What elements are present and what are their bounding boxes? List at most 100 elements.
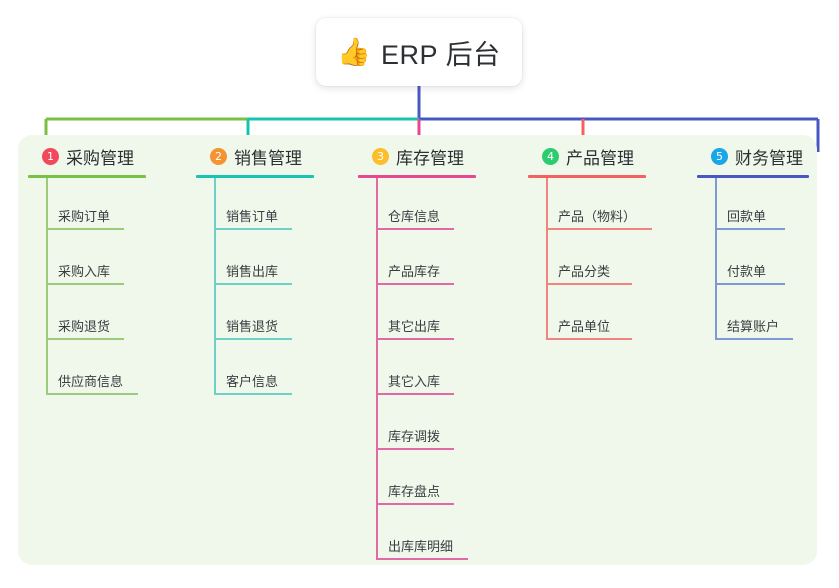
leaf-item-rule — [546, 338, 632, 340]
leaf-item-label: 销售出库 — [226, 264, 279, 279]
leaf-item-label: 销售订单 — [226, 209, 279, 224]
column-header-2[interactable]: 2 销售管理 — [196, 143, 356, 169]
column-header-rule — [697, 175, 809, 178]
column-1: 1 采购管理采购订单采购入库采购退货供应商信息 — [28, 143, 190, 398]
column-title: 采购管理 — [66, 148, 134, 168]
column-title: 销售管理 — [234, 148, 302, 168]
leaf-item[interactable]: 产品单位 — [528, 288, 693, 343]
leaf-item-label: 产品分类 — [558, 264, 611, 279]
leaf-item[interactable]: 销售退货 — [196, 288, 356, 343]
leaf-item-rule — [376, 503, 454, 505]
leaf-item[interactable]: 出库库明细 — [358, 508, 518, 563]
leaf-item[interactable]: 采购入库 — [28, 233, 190, 288]
leaf-item[interactable]: 采购订单 — [28, 178, 190, 233]
leaf-item-rule — [214, 228, 292, 230]
column-3: 3 库存管理仓库信息产品库存其它出库其它入库库存调拨库存盘点出库库明细 — [358, 143, 518, 563]
leaf-item-rule — [214, 283, 292, 285]
column-4: 4 产品管理产品（物料） 产品分类产品单位 — [528, 143, 693, 343]
column-number-badge: 4 — [542, 147, 559, 165]
leaf-item-label: 产品单位 — [558, 319, 611, 334]
column-header-rule — [28, 175, 146, 178]
column-header-5[interactable]: 5 财务管理 — [697, 143, 817, 169]
leaf-item-rule — [376, 393, 454, 395]
leaf-item-label: 出库库明细 — [388, 539, 454, 554]
leaf-item-label: 销售退货 — [226, 319, 279, 334]
leaf-item[interactable]: 库存盘点 — [358, 453, 518, 508]
root-node[interactable]: 👍 ERP 后台 — [316, 18, 522, 86]
leaf-item-label: 其它入库 — [388, 374, 441, 389]
leaf-item-rule — [715, 338, 793, 340]
leaf-item[interactable]: 供应商信息 — [28, 343, 190, 398]
column-header-4[interactable]: 4 产品管理 — [528, 143, 693, 169]
leaf-item-label: 仓库信息 — [388, 209, 441, 224]
thumbs-up-icon: 👍 — [337, 36, 372, 67]
column-header-rule — [358, 175, 476, 178]
column-header-rule — [196, 175, 314, 178]
leaf-item-rule — [546, 283, 632, 285]
leaf-item-label: 供应商信息 — [58, 374, 124, 389]
leaf-item-label: 付款单 — [727, 264, 767, 279]
column-spine-line — [46, 178, 48, 395]
column-spine-line — [376, 178, 378, 560]
leaf-item-label: 产品（物料） — [558, 209, 637, 224]
column-5: 5 财务管理回款单付款单结算账户 — [697, 143, 817, 343]
leaf-item[interactable]: 销售出库 — [196, 233, 356, 288]
leaf-item[interactable]: 仓库信息 — [358, 178, 518, 233]
leaf-item[interactable]: 结算账户 — [697, 288, 817, 343]
leaf-item[interactable]: 其它入库 — [358, 343, 518, 398]
leaf-item-rule — [715, 283, 785, 285]
column-number-badge: 5 — [711, 147, 728, 165]
column-items-3: 仓库信息产品库存其它出库其它入库库存调拨库存盘点出库库明细 — [358, 178, 518, 563]
leaf-item-rule — [376, 283, 454, 285]
column-number-badge: 2 — [210, 147, 227, 165]
column-number-badge: 1 — [42, 147, 59, 165]
leaf-item-rule — [376, 558, 468, 560]
column-title: 产品管理 — [566, 148, 634, 168]
leaf-item[interactable]: 产品（物料） — [528, 178, 693, 233]
leaf-item-label: 其它出库 — [388, 319, 441, 334]
column-items-2: 销售订单销售出库销售退货客户信息 — [196, 178, 356, 398]
column-number-badge: 3 — [372, 147, 389, 165]
leaf-item-label: 采购入库 — [58, 264, 111, 279]
leaf-item[interactable]: 回款单 — [697, 178, 817, 233]
root-title: ERP 后台 — [381, 39, 501, 70]
leaf-item-rule — [46, 393, 138, 395]
column-spine-line — [715, 178, 717, 340]
column-items-5: 回款单付款单结算账户 — [697, 178, 817, 343]
leaf-item[interactable]: 产品分类 — [528, 233, 693, 288]
leaf-item-label: 产品库存 — [388, 264, 441, 279]
column-header-1[interactable]: 1 采购管理 — [28, 143, 190, 169]
leaf-item-rule — [46, 283, 124, 285]
column-header-3[interactable]: 3 库存管理 — [358, 143, 518, 169]
leaf-item[interactable]: 产品库存 — [358, 233, 518, 288]
column-items-1: 采购订单采购入库采购退货供应商信息 — [28, 178, 190, 398]
leaf-item-rule — [715, 228, 785, 230]
leaf-item-label: 回款单 — [727, 209, 767, 224]
column-spine-line — [214, 178, 216, 395]
column-title: 库存管理 — [396, 148, 464, 168]
leaf-item-rule — [546, 228, 652, 230]
leaf-item[interactable]: 其它出库 — [358, 288, 518, 343]
column-spine-line — [546, 178, 548, 340]
leaf-item-label: 库存调拨 — [388, 429, 441, 444]
leaf-item[interactable]: 销售订单 — [196, 178, 356, 233]
leaf-item-rule — [376, 338, 454, 340]
leaf-item-rule — [376, 228, 454, 230]
leaf-item[interactable]: 库存调拨 — [358, 398, 518, 453]
leaf-item-rule — [214, 338, 292, 340]
leaf-item-label: 采购订单 — [58, 209, 111, 224]
column-header-rule — [528, 175, 646, 178]
column-title: 财务管理 — [735, 148, 803, 168]
leaf-item[interactable]: 客户信息 — [196, 343, 356, 398]
column-items-4: 产品（物料） 产品分类产品单位 — [528, 178, 693, 343]
leaf-item-rule — [46, 338, 124, 340]
content-panel — [18, 135, 817, 565]
leaf-item-label: 采购退货 — [58, 319, 111, 334]
leaf-item-rule — [214, 393, 292, 395]
leaf-item[interactable]: 付款单 — [697, 233, 817, 288]
leaf-item[interactable]: 采购退货 — [28, 288, 190, 343]
column-2: 2 销售管理销售订单销售出库销售退货客户信息 — [196, 143, 356, 398]
leaf-item-rule — [376, 448, 454, 450]
leaf-item-rule — [46, 228, 124, 230]
